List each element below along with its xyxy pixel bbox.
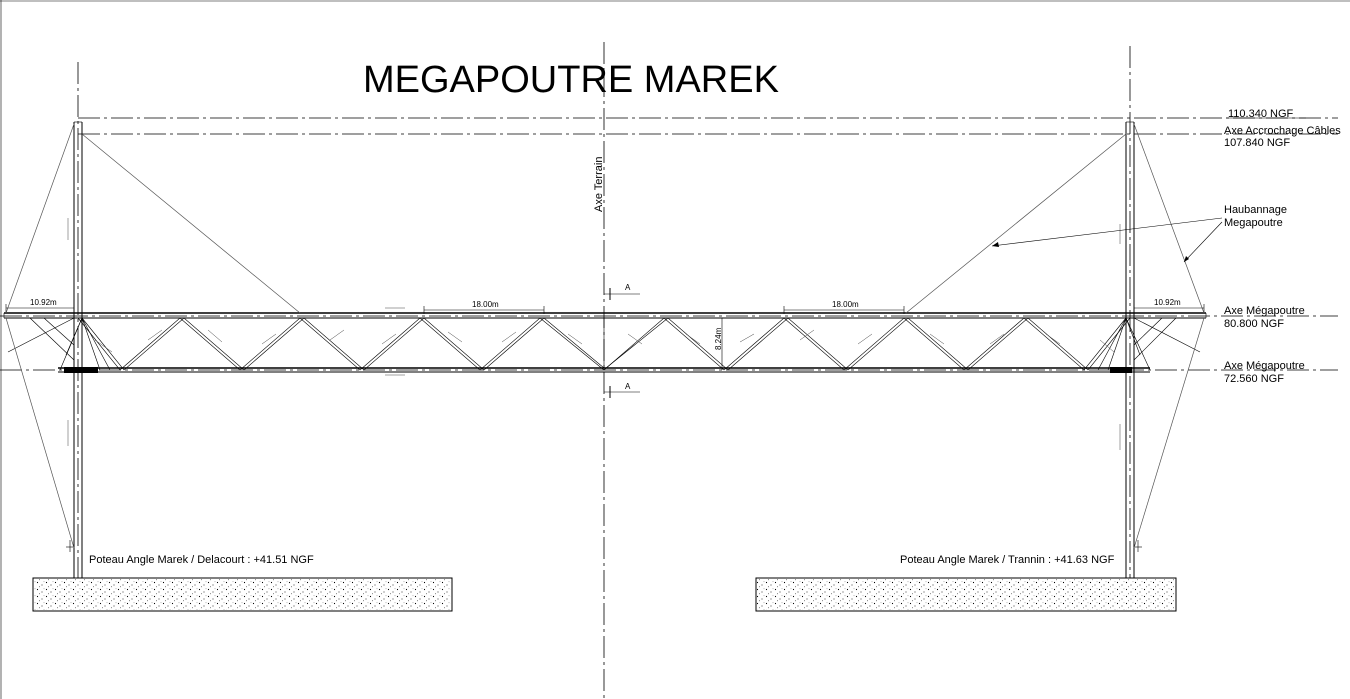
callout-leaders: [991, 217, 1223, 263]
right-foundation: [755, 577, 1177, 612]
left-post-label: Poteau Angle Marek / Delacourt : +41.51 …: [89, 554, 314, 566]
drawing-title: MEGAPOUTRE MAREK: [363, 59, 779, 101]
upper-chord: [3, 312, 1207, 319]
callout-line1: Haubannage: [1224, 204, 1287, 216]
right-post-label: Poteau Angle Marek / Trannin : +41.63 NG…: [900, 554, 1115, 566]
left-post: [66, 121, 83, 578]
cable-axis-label: Axe Accrochage Câbles: [1224, 125, 1341, 137]
section-mark-bottom-label: A: [625, 382, 631, 391]
truss-web: [7, 317, 1201, 371]
member-annotations: [67, 218, 1121, 450]
section-mark-top-label: A: [625, 283, 631, 292]
dimension-right-overhang: [1133, 304, 1205, 312]
left-foundation: [32, 577, 453, 612]
dimension-left-span: [423, 306, 545, 314]
dim-truss-height-label: 8.24m: [714, 327, 723, 350]
lower-axis-ngf: 72.560 NGF: [1224, 373, 1284, 385]
section-mark-bottom: [604, 386, 640, 398]
terrain-axis-label: Axe Terrain: [593, 157, 605, 212]
cable-axis-ngf: 107.840 NGF: [1224, 137, 1290, 149]
section-mark-top: [604, 288, 640, 300]
level-top-ngf: 110.340 NGF: [1228, 108, 1294, 120]
stay-cables: [5, 123, 1205, 549]
dim-right-overhang-label: 10.92m: [1154, 298, 1181, 307]
dim-left-overhang-label: 10.92m: [30, 298, 57, 307]
upper-axis-label: Axe Mégapoutre: [1224, 305, 1305, 317]
dim-right-span-label: 18.00m: [832, 300, 859, 309]
upper-axis-ngf: 80.800 NGF: [1224, 318, 1284, 330]
dimension-left-overhang: [5, 304, 75, 312]
right-post: [1125, 121, 1142, 578]
lower-axis-label: Axe Mégapoutre: [1224, 360, 1305, 372]
dimension-right-span: [783, 306, 905, 314]
dim-left-span-label: 18.00m: [472, 300, 499, 309]
callout-line2: Megapoutre: [1224, 217, 1283, 229]
